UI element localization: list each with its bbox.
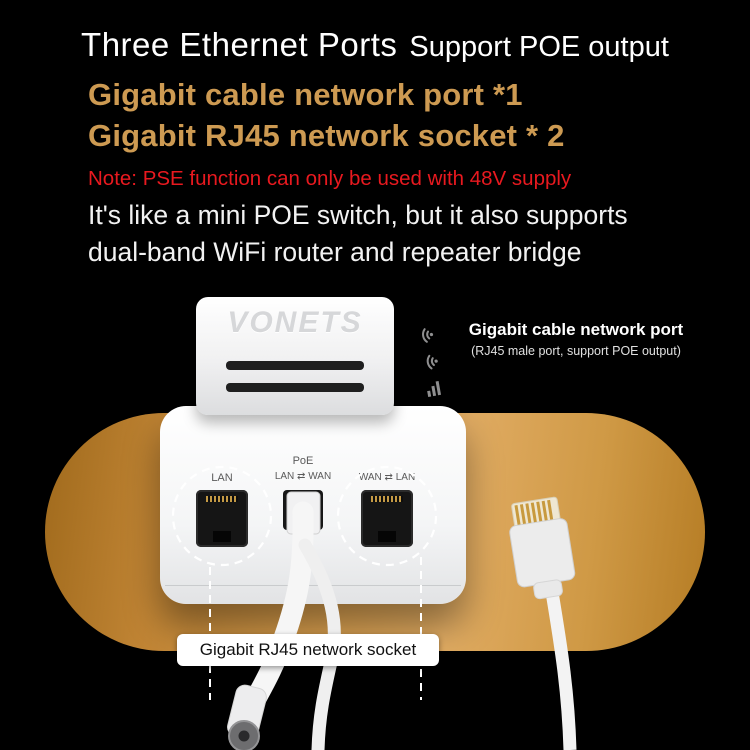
title-main: Three Ethernet Ports [81,26,398,63]
port-label-poe: PoE [292,455,314,467]
rj45-port-wan [361,490,413,547]
description: It's like a mini POE switch, but it also… [88,197,628,271]
callout-title: Gigabit cable network port [468,320,684,339]
port-label-lan: LAN [211,472,233,484]
rj45-port-lan [196,490,248,547]
rj45-notch [378,531,396,542]
device-seam [165,585,461,586]
feature-lines: Gigabit cable network port *1 Gigabit RJ… [88,74,565,156]
pse-note: Note: PSE function can only be used with… [88,167,572,190]
wireless-indicator-stack [414,323,449,400]
page-title: Three Ethernet Ports Support POE output [0,26,750,64]
description-line-1: It's like a mini POE switch, but it also… [88,200,628,230]
wifi-icon [422,328,434,343]
title-sub: Support POE output [409,31,669,63]
rj45-pins [206,496,238,502]
port-label-wan-lan: WAN ⇄ LAN [358,472,416,483]
vent-slot [226,361,364,370]
rj45-port-poe [283,490,323,530]
vent-slot [226,383,364,392]
feature-line-2: Gigabit RJ45 network socket * 2 [88,118,565,153]
port-label-lan-wan: LAN ⇄ WAN [274,471,332,482]
socket-label: Gigabit RJ45 network socket [177,634,439,666]
device-top-module: VONETS [196,297,394,415]
barrel-connector [227,684,267,750]
brand-logo: VONETS [227,306,363,339]
rj45-notch [213,531,231,542]
description-line-2: dual-band WiFi router and repeater bridg… [88,237,582,267]
signal-strength-icon [427,380,442,398]
rj45-pins [371,496,403,502]
port-callout: Gigabit cable network port (RJ45 male po… [455,320,697,358]
callout-subtitle: (RJ45 male port, support POE output) [471,344,681,358]
feature-line-1: Gigabit cable network port *1 [88,77,523,112]
wifi-icon [426,354,438,370]
